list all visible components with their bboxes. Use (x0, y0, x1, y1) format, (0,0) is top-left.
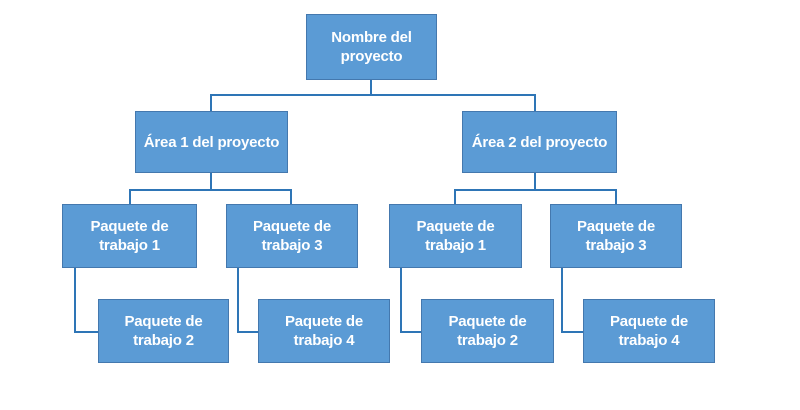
connector-area2-wp1-to-wp2 (400, 268, 422, 333)
node-area1-work-package-4: Paquete de trabajo 4 (258, 299, 390, 363)
connector-area2-stub (534, 173, 536, 190)
node-area1-work-package-3: Paquete de trabajo 3 (226, 204, 358, 268)
node-area-2: Área 2 del proyecto (462, 111, 617, 173)
connector-root-stub (370, 80, 372, 95)
node-area-1: Área 1 del proyecto (135, 111, 288, 173)
node-project-name: Nombre del proyecto (306, 14, 437, 80)
node-area2-work-package-4: Paquete de trabajo 4 (583, 299, 715, 363)
node-area2-work-package-2: Paquete de trabajo 2 (421, 299, 554, 363)
node-area1-work-package-1: Paquete de trabajo 1 (62, 204, 197, 268)
node-area2-work-package-1: Paquete de trabajo 1 (389, 204, 522, 268)
connector-area1-wp1-to-wp2 (74, 268, 99, 333)
node-area1-work-package-2: Paquete de trabajo 2 (98, 299, 229, 363)
connector-root-to-areas (210, 94, 536, 111)
connector-area1-to-packages (129, 189, 292, 204)
node-area2-work-package-3: Paquete de trabajo 3 (550, 204, 682, 268)
connector-area1-stub (210, 173, 212, 190)
connector-area2-wp3-to-wp4 (561, 268, 584, 333)
connector-area1-wp3-to-wp4 (237, 268, 259, 333)
connector-area2-to-packages (454, 189, 617, 204)
